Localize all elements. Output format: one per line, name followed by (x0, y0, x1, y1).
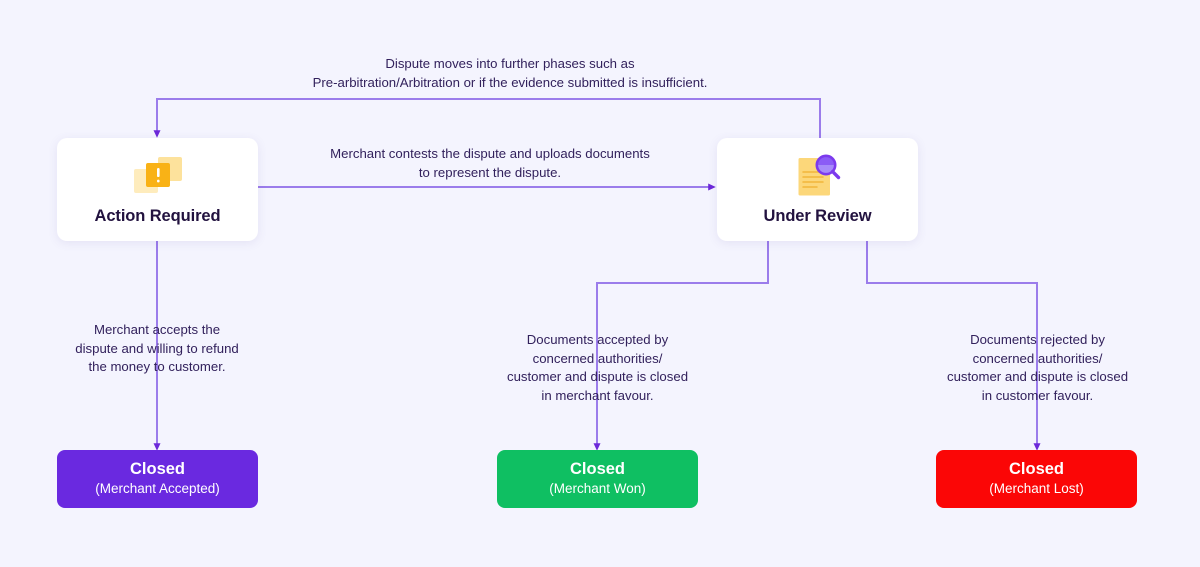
node-under-review[interactable]: Under Review (717, 138, 918, 241)
node-action-required[interactable]: Action Required (57, 138, 258, 241)
terminal-title: Closed (1008, 460, 1064, 479)
wire-escalation (153, 98, 821, 142)
terminal-title: Closed (569, 460, 625, 479)
terminal-title: Closed (129, 460, 185, 479)
document-search-icon (792, 153, 844, 201)
edge-label-docs-rejected: Documents rejected by concerned authorit… (946, 332, 1129, 404)
terminal-closed-merchant-won[interactable]: Closed (Merchant Won) (497, 450, 698, 508)
node-label: Under Review (763, 207, 872, 225)
edge-label-escalation: Dispute moves into further phases such a… (312, 56, 708, 90)
terminal-closed-merchant-lost[interactable]: Closed (Merchant Lost) (936, 450, 1137, 508)
edge-label-docs-accepted: Documents accepted by concerned authorit… (506, 332, 689, 404)
node-label: Action Required (94, 207, 221, 225)
terminal-subtitle: (Merchant Lost) (989, 481, 1084, 497)
edge-label-accept-refund: Merchant accepts the dispute and willing… (75, 322, 239, 375)
terminal-subtitle: (Merchant Accepted) (95, 481, 220, 497)
warning-card-icon (132, 153, 184, 201)
edge-label-contest: Merchant contests the dispute and upload… (330, 146, 650, 180)
terminal-subtitle: (Merchant Won) (549, 481, 646, 497)
terminal-closed-merchant-accepted[interactable]: Closed (Merchant Accepted) (57, 450, 258, 508)
